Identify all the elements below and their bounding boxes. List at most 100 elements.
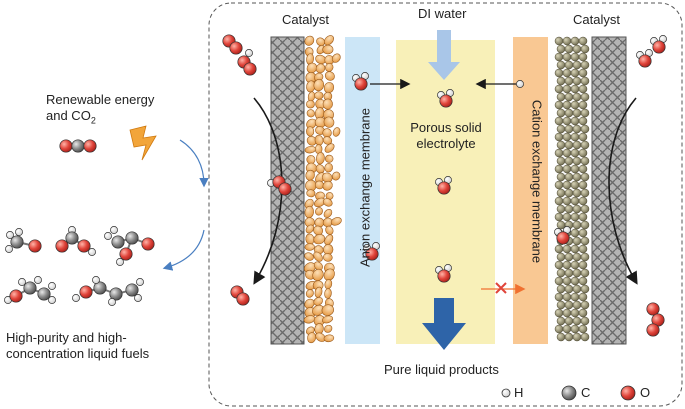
catalyst-sphere	[580, 284, 590, 294]
catalyst-sphere	[572, 108, 582, 118]
catalyst-particle	[306, 189, 316, 198]
catalyst-sphere	[554, 292, 564, 302]
catalyst-particle	[323, 116, 335, 128]
products-label: Pure liquid products	[384, 362, 499, 377]
catalyst-sphere	[578, 196, 588, 206]
catalyst-particle	[322, 128, 332, 138]
catalyst-particle	[324, 154, 334, 163]
oxygen-atom	[141, 237, 155, 251]
catalyst-sphere	[580, 300, 590, 310]
right-flow-arrow	[608, 97, 638, 285]
oxygen-atom	[437, 181, 451, 195]
catalyst-particle	[321, 172, 333, 183]
catalyst-sphere	[556, 268, 566, 278]
catalyst-sphere	[570, 196, 580, 206]
catalyst-particle	[324, 71, 335, 81]
catalyst-sphere	[556, 108, 566, 118]
catalyst-sphere	[556, 332, 566, 342]
catalyst-sphere	[556, 76, 566, 86]
cross-mark	[495, 282, 507, 294]
catalyst-sphere	[570, 68, 580, 78]
catalyst-sphere	[564, 252, 574, 262]
catalyst-sphere	[572, 252, 582, 262]
left-catalyst-particles	[303, 35, 342, 344]
catalyst-sphere	[554, 308, 564, 318]
hydrogen-atom	[116, 258, 124, 266]
catalyst-sphere	[572, 44, 582, 54]
catalyst-particle	[322, 98, 333, 110]
hydrogen-atom	[72, 294, 80, 302]
oxygen-atom	[77, 239, 91, 253]
catalyst-particle	[322, 253, 333, 262]
catalyst-particle	[324, 288, 332, 299]
catalyst-sphere	[562, 100, 572, 110]
catalyst-sphere	[556, 124, 566, 134]
carbon-atom	[65, 231, 79, 245]
catalyst-sphere	[570, 308, 580, 318]
carbon-atom	[23, 281, 37, 295]
catalyst-sphere	[578, 84, 588, 94]
catalyst-sphere	[562, 52, 572, 62]
catalyst-particle	[306, 126, 315, 137]
catalyst-sphere	[580, 44, 590, 54]
catalyst-sphere	[562, 132, 572, 142]
catalyst-sphere	[578, 148, 588, 158]
catalyst-particle	[316, 152, 325, 165]
oxygen-atom	[652, 40, 666, 54]
catalyst-sphere	[562, 308, 572, 318]
catalyst-sphere	[564, 188, 574, 198]
carbon-atom	[125, 231, 139, 245]
catalyst-sphere	[564, 44, 574, 54]
catalyst-sphere	[580, 220, 590, 230]
catalyst-sphere	[572, 156, 582, 166]
catalyst-sphere	[554, 196, 564, 206]
catalyst-sphere	[556, 284, 566, 294]
oxygen-atom	[354, 77, 368, 91]
catalyst-sphere	[564, 300, 574, 310]
catalyst-right-label: Catalyst	[573, 12, 620, 27]
catalyst-sphere	[570, 116, 580, 126]
catalyst-sphere	[554, 84, 564, 94]
catalyst-sphere	[556, 140, 566, 150]
catalyst-sphere	[564, 156, 574, 166]
catalyst-particle	[315, 63, 326, 74]
catalyst-sphere	[564, 268, 574, 278]
catalyst-sphere	[564, 204, 574, 214]
catalyst-sphere	[570, 260, 580, 270]
carbon-atom	[125, 283, 139, 297]
hydrogen-atom	[6, 231, 14, 239]
catalyst-sphere	[554, 116, 564, 126]
catalyst-particle	[325, 225, 334, 235]
catalyst-sphere	[556, 92, 566, 102]
catalyst-sphere	[554, 100, 564, 110]
catalyst-sphere	[554, 36, 564, 46]
oxygen-atom	[437, 269, 451, 283]
catalyst-sphere	[570, 164, 580, 174]
catalyst-sphere	[562, 324, 572, 334]
hydrogen-atom	[48, 296, 56, 304]
catalyst-sphere	[562, 292, 572, 302]
catalyst-sphere	[580, 76, 590, 86]
catalyst-sphere	[578, 276, 588, 286]
catalyst-sphere	[564, 76, 574, 86]
catalyst-particle	[313, 79, 325, 92]
fuels-label-line2: concentration liquid fuels	[6, 346, 150, 361]
carbon-atom	[10, 235, 24, 249]
carbon-atom	[37, 287, 51, 301]
catalyst-sphere	[572, 236, 582, 246]
catalyst-sphere	[578, 116, 588, 126]
catalyst-sphere	[562, 212, 572, 222]
catalyst-particle	[313, 261, 323, 271]
catalyst-sphere	[556, 172, 566, 182]
carbon-atom	[93, 281, 107, 295]
catalyst-sphere	[570, 52, 580, 62]
oxygen-atom	[243, 62, 257, 76]
hydrogen-atom	[18, 278, 26, 286]
catalyst-particle	[321, 315, 334, 324]
right-catalyst-particles	[554, 36, 590, 342]
catalyst-particle	[304, 35, 315, 46]
catalyst-sphere	[572, 316, 582, 326]
catalyst-particle	[304, 145, 317, 154]
catalyst-sphere	[572, 268, 582, 278]
catalyst-sphere	[562, 148, 572, 158]
